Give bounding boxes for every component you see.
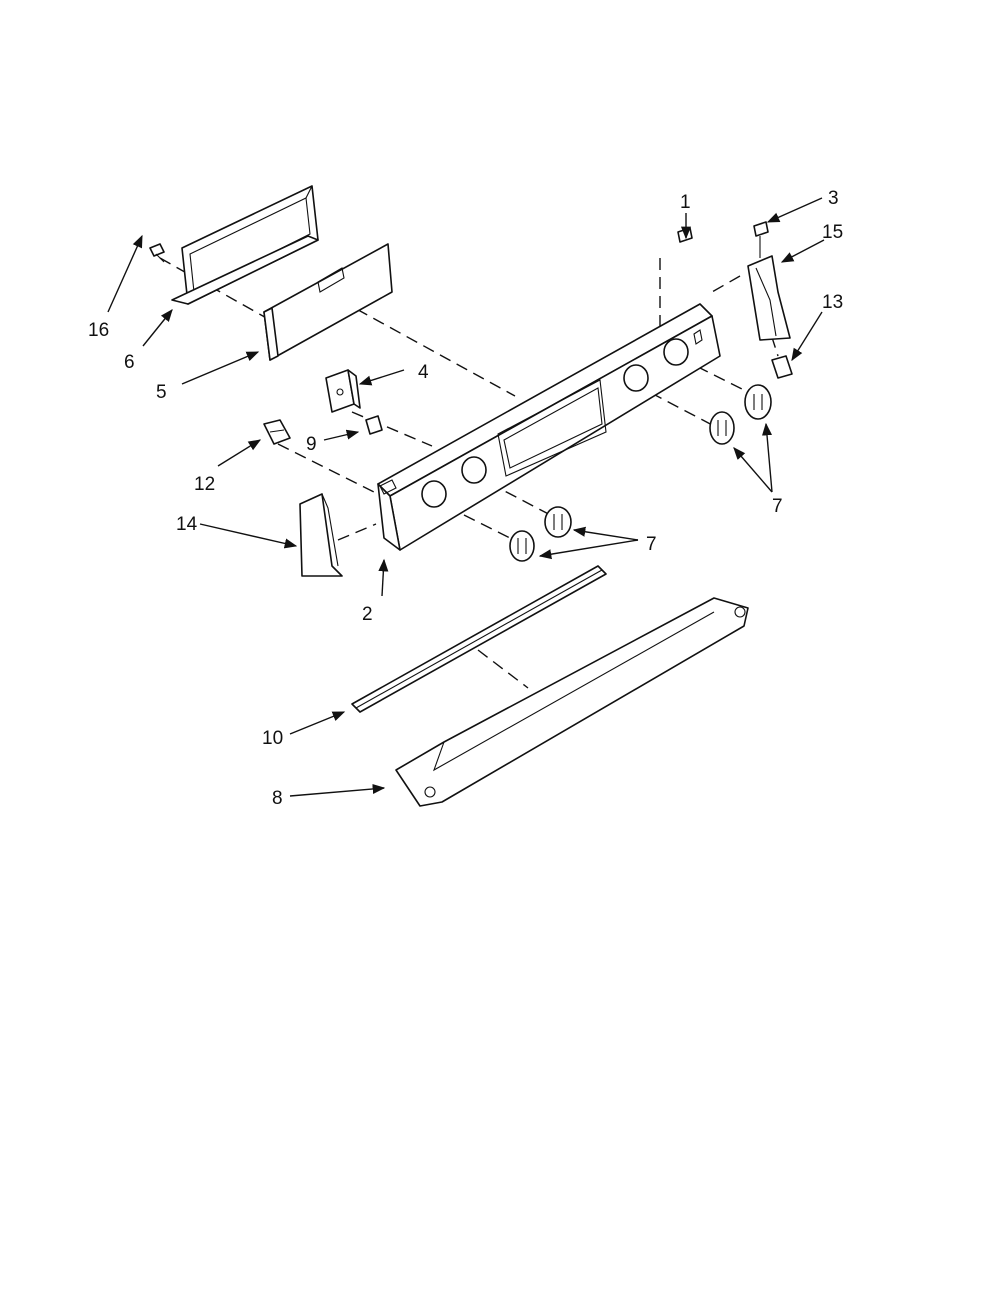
callout-13: 13 — [822, 292, 843, 313]
callout-5: 5 — [156, 382, 167, 403]
part-9-fastener — [365, 415, 383, 435]
callout-6: 6 — [124, 352, 135, 373]
part-13-clip — [771, 355, 793, 379]
callout-16: 16 — [88, 320, 109, 341]
callout-14: 14 — [176, 514, 198, 535]
part-1-screw — [677, 227, 693, 243]
callout-9: 9 — [306, 434, 317, 455]
part-4-block — [325, 369, 361, 413]
part-15-end-bracket — [747, 255, 791, 341]
leader-arrows — [107, 197, 825, 797]
part-6-bracket — [171, 185, 319, 305]
part-2-control-panel — [377, 303, 721, 551]
callout-1: 1 — [680, 192, 691, 213]
part-7-knobs — [509, 384, 772, 562]
part-8-trim — [395, 597, 749, 807]
callout-10: 10 — [262, 728, 283, 749]
part-14-end-cap — [299, 493, 343, 577]
part-10-strip — [351, 565, 607, 713]
callout-15: 15 — [822, 222, 843, 243]
callout-7-left: 7 — [646, 534, 657, 555]
callout-4: 4 — [418, 362, 429, 383]
callout-8: 8 — [272, 788, 283, 809]
callout-12: 12 — [194, 474, 215, 495]
callout-labels: 1 2 3 4 5 6 7 7 8 9 10 12 13 14 15 16 — [88, 188, 843, 809]
part-12-clip — [263, 419, 291, 445]
callout-3: 3 — [828, 188, 839, 209]
part-3-screw — [753, 221, 769, 258]
callout-2: 2 — [362, 604, 373, 625]
part-5-panel — [263, 243, 393, 361]
callout-7-right: 7 — [772, 496, 783, 517]
part-16-screw — [149, 243, 165, 263]
